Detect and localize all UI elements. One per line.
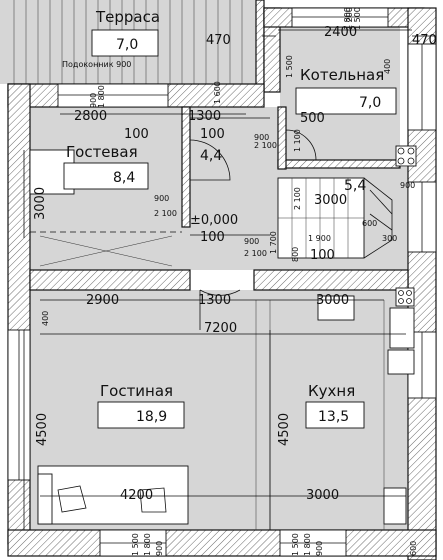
living-area-box xyxy=(97,401,185,429)
dim-sm-900-b: 900 xyxy=(254,133,269,142)
dim-sm-1800-b: 1 800 xyxy=(143,533,152,556)
doors xyxy=(189,129,317,330)
bottom-outer-wall xyxy=(7,529,437,557)
sofa-seat xyxy=(37,473,53,525)
boiler-area: 7,0 xyxy=(359,95,381,111)
kitchen-name: Кухня xyxy=(308,382,355,400)
dim-100-hall: 100 xyxy=(200,127,225,142)
living-name: Гостиная xyxy=(100,382,173,400)
dim-sm-900-g: 900 xyxy=(315,541,324,556)
dim-sm-1500-a: 1 500 xyxy=(285,55,294,78)
dim-2900: 2900 xyxy=(86,293,119,308)
floor-level-mark: ±0,000 xyxy=(190,213,238,228)
dim-3000-mid: 3000 xyxy=(316,293,349,308)
dim-100-guest: 100 xyxy=(124,127,149,142)
dim-sm-1500-d: 1 500 xyxy=(353,7,362,30)
hall-divider-wall xyxy=(277,106,287,170)
middle-wall-left xyxy=(29,269,191,291)
door-guest xyxy=(189,139,231,181)
guest-name: Гостевая xyxy=(66,143,138,161)
dim-sm-900-c: 900 xyxy=(154,194,169,203)
window-boiler-top xyxy=(291,7,389,28)
dim-sm-1800-d: 1 800 xyxy=(343,7,352,30)
dim-100-hall-bottom: 100 xyxy=(200,230,225,245)
dim-sm-600-b: 600 xyxy=(409,541,418,556)
window-guest-top xyxy=(57,83,169,108)
guest-area-box xyxy=(63,162,149,190)
dim-sm-1500-b: 1 500 xyxy=(131,533,140,556)
door-boiler xyxy=(285,129,317,161)
window-sill-note: Подоконник 900 xyxy=(62,60,131,69)
kitchen-area: 13,5 xyxy=(318,409,349,425)
dim-sm-1700: 1 700 xyxy=(269,231,278,254)
dim-4500-right: 4500 xyxy=(277,413,292,446)
dim-sm-1100: 1 100 xyxy=(293,129,302,152)
boiler-bottom-wall xyxy=(277,159,401,169)
dim-sm-900-e: 900 xyxy=(400,181,415,190)
windows xyxy=(7,7,437,557)
dim-sm-900-a: 900 xyxy=(89,93,98,108)
terrace-area: 7,0 xyxy=(116,37,138,53)
sofa-back xyxy=(37,465,189,525)
stair-area: 5,4 xyxy=(344,178,366,194)
dim-sm-900-d: 900 xyxy=(244,237,259,246)
hall-floor xyxy=(182,107,278,270)
terrace-name: Терраса xyxy=(95,8,160,26)
dim-sm-2100-a: 2 100 xyxy=(254,141,277,150)
dim-sm-600-a: 600 xyxy=(362,219,377,228)
dim-100-stair: 100 xyxy=(310,248,335,263)
dim-1300-mid: 1300 xyxy=(198,293,231,308)
dim-sm-900-f: 900 xyxy=(155,541,164,556)
dim-sm-800: 800 xyxy=(291,247,300,262)
dim-4500-left: 4500 xyxy=(35,413,50,446)
stove xyxy=(395,287,415,307)
dim-sm-400-b: 400 xyxy=(383,59,392,74)
boiler-area-box xyxy=(295,87,397,115)
terrace-right-wall xyxy=(255,0,265,87)
dim-7200: 7200 xyxy=(204,321,237,336)
dim-470-right: 470 xyxy=(412,33,437,48)
boiler-unit xyxy=(395,145,417,167)
kitchen-area-box xyxy=(305,401,365,429)
dim-4200: 4200 xyxy=(120,488,153,503)
dim-sm-300: 300 xyxy=(382,234,397,243)
dim-sm-2100-b: 2 100 xyxy=(293,187,302,210)
dim-1300-top: 1300 xyxy=(188,109,221,124)
dim-sm-1600: 1 600 xyxy=(213,81,222,104)
dim-2400: 2400 xyxy=(324,25,357,40)
dim-sm-1500-c: 1 500 xyxy=(291,533,300,556)
living-area: 18,9 xyxy=(136,409,167,425)
dim-3000-bottom: 3000 xyxy=(306,488,339,503)
middle-wall-right xyxy=(253,269,409,291)
stair xyxy=(277,177,393,259)
boiler-name: Котельная xyxy=(300,66,384,84)
dim-2800: 2800 xyxy=(74,109,107,124)
dim-470-left: 470 xyxy=(206,33,231,48)
dim-sm-1800-c: 1 800 xyxy=(303,533,312,556)
guest-right-wall xyxy=(181,106,191,228)
fridge xyxy=(387,349,415,375)
dim-sm-2100-d: 2 100 xyxy=(244,249,267,258)
hall-area: 4,4 xyxy=(200,148,222,164)
dim-sm-1900: 1 900 xyxy=(308,234,331,243)
dim-sm-1800-a: 1 800 xyxy=(97,85,106,108)
terrace-area-box xyxy=(91,29,159,57)
sink xyxy=(389,307,415,349)
dim-3000-guest: 3000 xyxy=(33,187,48,220)
kitchen-equipment xyxy=(317,145,417,375)
guest-area: 8,4 xyxy=(113,170,135,186)
dim-sm-2100-c: 2 100 xyxy=(154,209,177,218)
dim-500: 500 xyxy=(300,111,325,126)
dim-sm-400-a: 400 xyxy=(41,311,50,326)
dimension-lines xyxy=(23,29,436,530)
dim-3000-stair: 3000 xyxy=(314,193,347,208)
dim-sm-1200: 1 200 xyxy=(345,7,354,30)
door-hall xyxy=(199,289,241,330)
dining-table xyxy=(383,487,407,525)
